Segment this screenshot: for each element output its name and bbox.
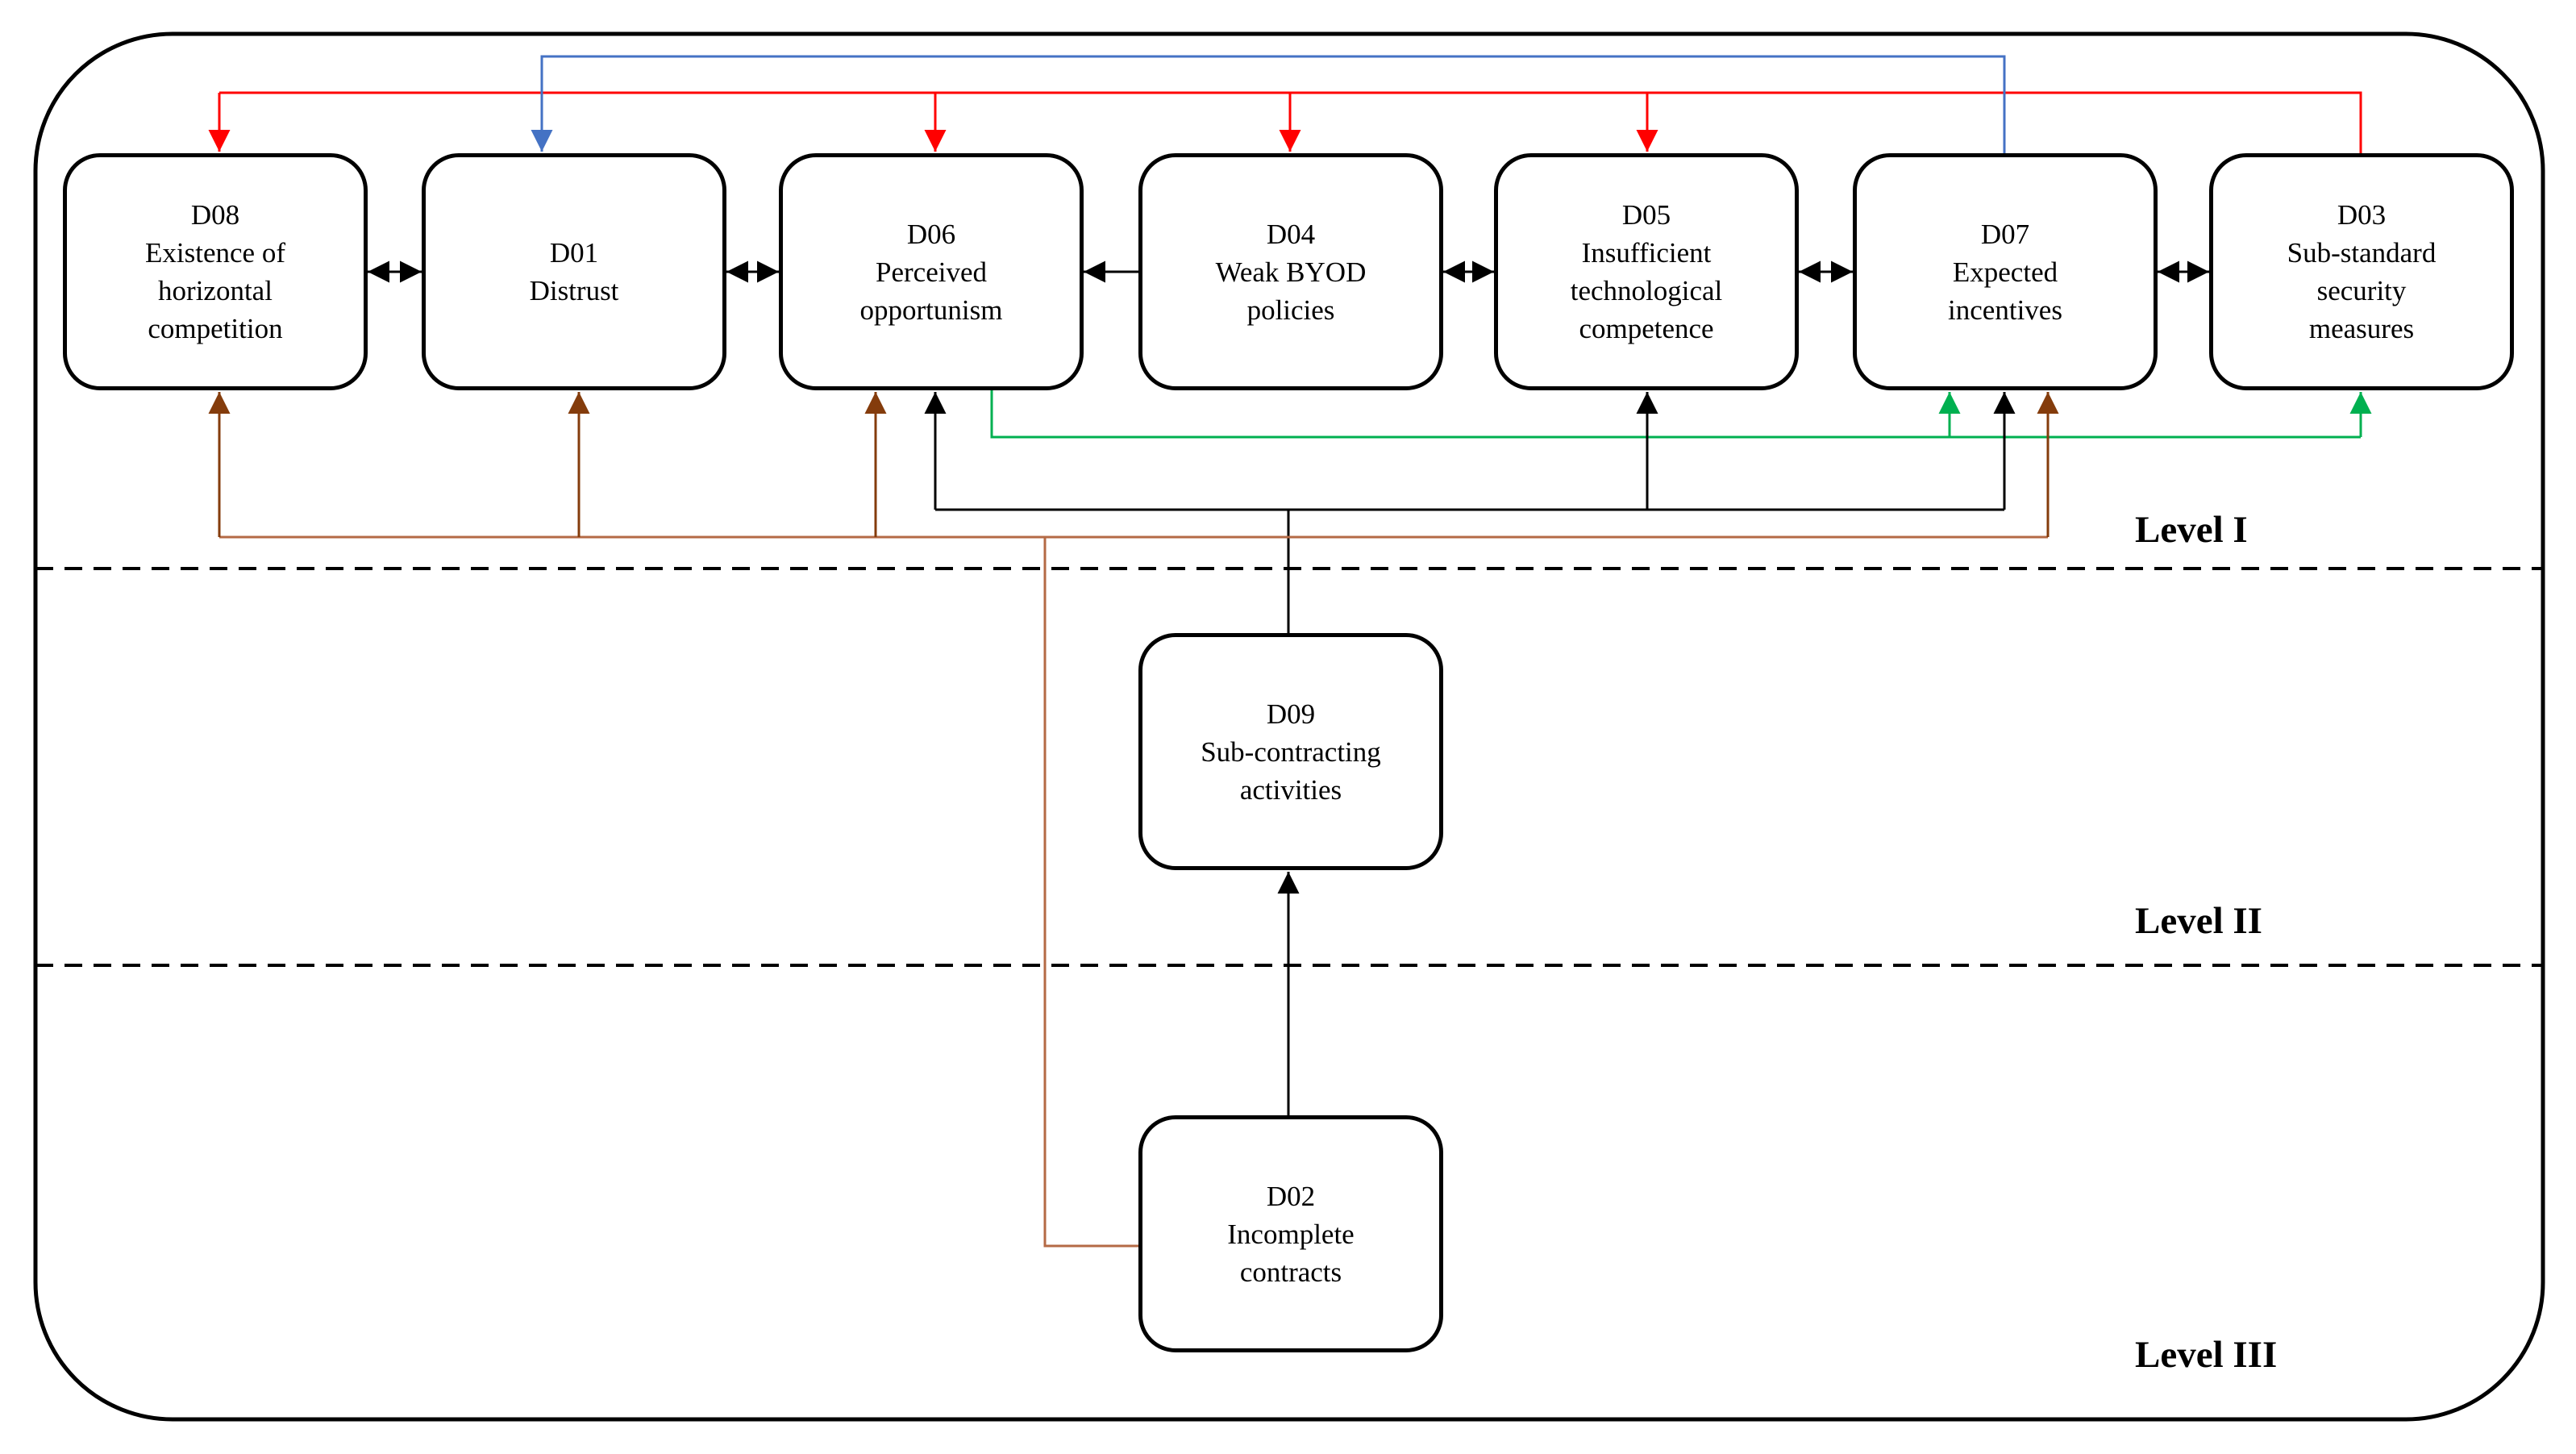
node-code: D01: [549, 237, 599, 269]
node-code: D03: [2337, 199, 2387, 231]
node-code: D05: [1621, 199, 1671, 231]
node-label-line: competence: [1579, 313, 1714, 344]
outer-frame: [33, 31, 2545, 1422]
node-label-line: horizontal: [158, 275, 273, 306]
edge-green-trunk: [990, 390, 2361, 439]
node-label-line: Perceived: [876, 256, 987, 288]
node-code: D07: [1980, 218, 2030, 250]
node-label-line: Distrust: [529, 275, 619, 306]
node-label-line: activities: [1239, 773, 1342, 806]
node-label-line: incentives: [1948, 294, 2062, 326]
node-code: D04: [1266, 218, 1316, 250]
node-label-line: competition: [148, 313, 283, 344]
node-label-line: Insufficient: [1581, 237, 1712, 269]
node-code: D02: [1266, 1180, 1316, 1212]
node-label-line: Incomplete: [1227, 1218, 1355, 1250]
node-label-line: security: [2316, 275, 2407, 306]
level-2-label: Level II: [2135, 900, 2262, 942]
level-3-label: Level III: [2135, 1334, 2278, 1376]
edge-brown-trunk: [219, 535, 2048, 1248]
node-label-line: technological: [1570, 275, 1723, 306]
node-label-line: Weak BYOD: [1215, 256, 1367, 288]
node-code: D08: [190, 199, 240, 231]
node-label-line: Sub-standard: [2287, 237, 2437, 269]
node-code: D09: [1266, 698, 1316, 730]
node-label-line: Sub-contracting: [1201, 735, 1381, 768]
node-label-line: Existence of: [145, 237, 285, 269]
node-label-line: opportunism: [859, 294, 1003, 326]
node-code: D06: [906, 218, 956, 250]
level-1-label: Level I: [2135, 509, 2248, 551]
node-label-line: contracts: [1239, 1256, 1342, 1288]
node-label-line: policies: [1246, 294, 1335, 326]
node-label-line: measures: [2308, 313, 2415, 344]
edge-red-trunk: [219, 91, 2362, 153]
edge-d07-d01: [531, 55, 2006, 153]
edge-black-trunk: [935, 508, 2004, 633]
node-label-line: Expected: [1952, 256, 2058, 288]
